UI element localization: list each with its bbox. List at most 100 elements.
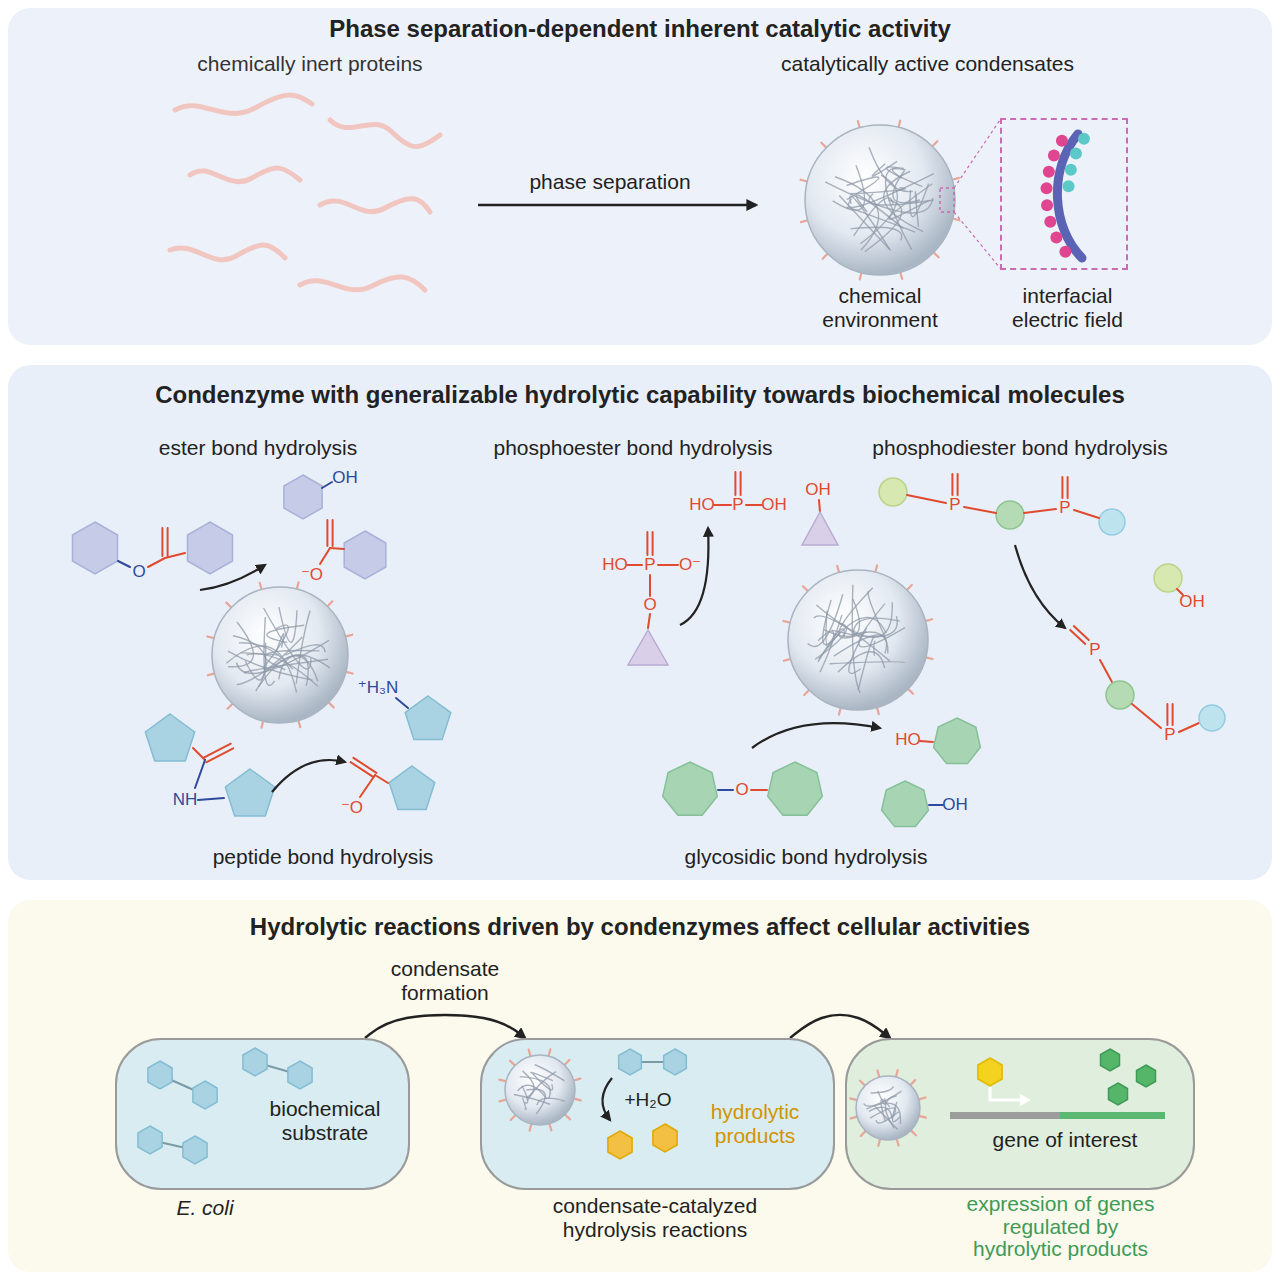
protein-strand (831, 616, 897, 637)
reaction-arrow (200, 565, 265, 590)
surface-protein (261, 721, 263, 728)
condensate-droplet (805, 125, 955, 275)
condensate-droplet (856, 1076, 920, 1140)
surface-protein (297, 582, 299, 589)
bond (1024, 509, 1056, 513)
surface-protein (804, 690, 809, 695)
text-holder: Phase separation-dependent inherent cata… (8, 16, 1272, 43)
panel: biochemical substrateE. colihydrolytic p… (8, 900, 1274, 1272)
bond (161, 528, 163, 556)
panel-heading: Hydrolytic reactions driven by condenzym… (8, 914, 1272, 941)
bond (652, 532, 654, 555)
molecule-unit (996, 501, 1024, 529)
charge-dot (1048, 150, 1060, 162)
edge-label: condensate formation (385, 957, 505, 1004)
label-holder: ester bond hydrolysis (128, 436, 388, 460)
surface-protein (549, 1124, 551, 1131)
surface-protein (801, 180, 808, 182)
surface-protein (910, 1080, 915, 1085)
product-label: hydrolytic products (690, 1100, 820, 1147)
surface-protein (911, 1130, 916, 1135)
group-label: catalytically active condensates (760, 52, 1095, 76)
atom-label: OH (929, 795, 981, 814)
label-holder: P (624, 555, 676, 574)
protein-strand (527, 1072, 556, 1101)
protein-strand (819, 617, 886, 659)
bond (326, 520, 328, 546)
molecule-ring (243, 1048, 267, 1076)
molecule-ring (405, 696, 451, 739)
cell-fill (480, 1038, 835, 1190)
atom-label: HO (882, 730, 934, 749)
part-label: chemical environment (800, 284, 960, 331)
label-holder: phosphoester bond hydrolysis (473, 436, 793, 460)
surface-protein (510, 1061, 515, 1066)
molecule-ring (284, 475, 322, 519)
bond (819, 500, 820, 512)
product-ring (978, 1058, 1002, 1086)
surface-protein (260, 583, 262, 590)
charge-dot (1041, 182, 1053, 194)
protein-strand (526, 1089, 545, 1114)
text-holder: interfacial electric field (995, 284, 1140, 331)
surface-protein (860, 273, 862, 280)
surface-protein (226, 603, 231, 608)
atom-label: NH (159, 790, 211, 809)
protein-strand (239, 643, 293, 670)
protein-strand (228, 622, 253, 667)
protein-strand (870, 1108, 895, 1119)
surface-protein (877, 707, 879, 714)
label-holder: HO (882, 730, 934, 749)
molecule-ring (225, 769, 274, 816)
charge-dot (1050, 231, 1062, 243)
cell: gene of interestexpression of genes regu… (845, 1038, 1195, 1267)
protein-strand (835, 177, 879, 250)
surface-protein (839, 708, 841, 715)
surface-protein (803, 586, 808, 591)
gene-promoter (950, 1112, 1060, 1119)
text-holder: biochemical substrate (255, 1097, 395, 1144)
label-holder: P (1069, 640, 1121, 659)
molecule-ring (148, 1061, 172, 1089)
surface-protein (908, 689, 913, 694)
protein-strand (860, 175, 897, 244)
protein-strand (825, 182, 933, 213)
protein-strand (808, 594, 843, 646)
label-holder: phosphodiester bond hydrolysis (850, 436, 1190, 460)
text-holder: catalytically active condensates (760, 52, 1095, 76)
protein-strand (847, 207, 915, 232)
protein-strand (865, 200, 902, 252)
bond (964, 507, 996, 513)
molecule-ring (619, 1049, 642, 1075)
surface-protein (574, 1079, 581, 1081)
label-holder: O (624, 595, 676, 614)
atom-label: P (1039, 498, 1091, 517)
bond (332, 520, 334, 546)
bond (1100, 660, 1112, 682)
surface-protein (207, 636, 214, 638)
protein-strand (871, 1086, 894, 1093)
condensate-droplet (212, 587, 348, 723)
surface-protein (783, 621, 790, 623)
atom-label: O⁻ (664, 555, 716, 574)
molecule-ring (145, 714, 194, 761)
protein-chain (300, 277, 425, 290)
text-holder: gene of interest (975, 1128, 1155, 1152)
surface-protein (877, 1070, 879, 1077)
bond (375, 775, 388, 783)
atom-label: ⁺H₃N (352, 678, 404, 697)
bond (1179, 723, 1199, 732)
cell-label: biochemical substrate (255, 1097, 395, 1144)
surface-protein (574, 1099, 581, 1101)
surface-protein (850, 1117, 857, 1119)
bond (1061, 477, 1063, 498)
cell-fill (115, 1038, 410, 1190)
protein-strand (833, 165, 865, 210)
surface-protein (897, 1139, 899, 1146)
molecule-ring (188, 522, 233, 574)
label-holder: NH (159, 790, 211, 809)
molecule-ring (663, 762, 718, 815)
cell: hydrolytic productscondensate-catalyzed … (480, 1038, 835, 1247)
protein-strand (892, 1102, 900, 1122)
bond (907, 495, 946, 503)
